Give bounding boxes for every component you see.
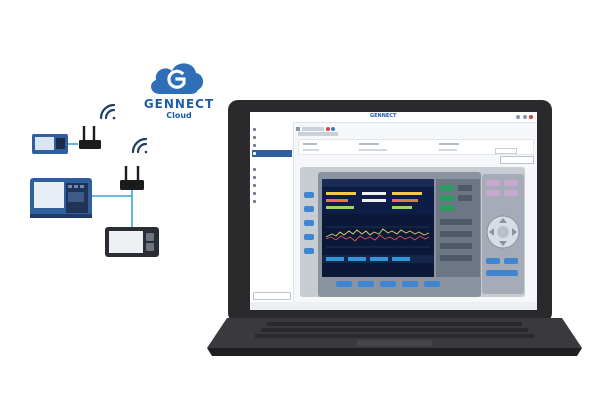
sidebar-item[interactable] (252, 190, 292, 197)
brand-subtitle: Cloud (166, 111, 192, 120)
topbar-user-icon[interactable] (514, 114, 534, 120)
wireless-adapter-device (79, 126, 101, 149)
sidebar-item[interactable] (252, 126, 292, 133)
wifi-signal-icon (99, 103, 116, 120)
sidebar-item[interactable] (252, 182, 292, 189)
sidebar-footer-button[interactable] (253, 292, 291, 300)
sidebar-item[interactable] (252, 198, 292, 205)
instrument-bottom-keys[interactable] (336, 279, 476, 289)
gennect-cloud-logo-icon (151, 63, 204, 94)
sidebar-item[interactable] (252, 142, 292, 149)
power-analyzer-device (30, 178, 92, 218)
app-sidebar (250, 122, 294, 310)
sidebar-item-active[interactable] (252, 150, 292, 157)
remote-control-button[interactable] (500, 156, 534, 164)
app-topbar (250, 112, 537, 123)
sidebar-item[interactable] (252, 166, 292, 173)
laptop-base (207, 318, 582, 356)
device-network-diagram (30, 103, 159, 257)
small-instrument-device (32, 134, 68, 154)
device-info-table (298, 139, 534, 155)
sidebar-item[interactable] (252, 134, 292, 141)
main-header (296, 125, 534, 133)
page-title (298, 132, 338, 136)
instrument-display (322, 179, 434, 277)
sidebar-item[interactable] (252, 174, 292, 181)
wifi-signal-icon (131, 137, 148, 154)
instrument-buttons-panel[interactable] (436, 179, 480, 277)
header-toolbar-icons[interactable] (296, 126, 336, 132)
instrument-control-panel[interactable] (482, 174, 524, 294)
instrument-side-keys[interactable] (302, 192, 316, 282)
laptop-screen: GENNECT (250, 112, 537, 310)
app-logo: GENNECT (370, 113, 397, 119)
handheld-meter-device (105, 227, 159, 257)
brand-name: GENNECT (143, 97, 215, 111)
app-footer (250, 302, 537, 310)
wireless-adapter-device (120, 166, 144, 190)
